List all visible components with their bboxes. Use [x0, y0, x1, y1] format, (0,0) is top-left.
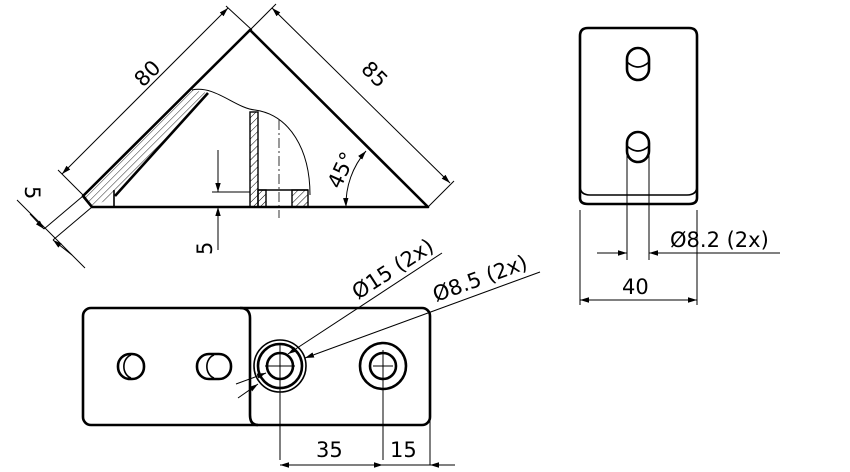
end-view: Ø8.2 (2x) 40: [578, 26, 780, 305]
dim-line-80: [61, 7, 229, 175]
dim-35-label: 35: [316, 438, 343, 462]
dim-d15-label: Ø15 (2x): [348, 234, 438, 304]
dim-angle-arc: [343, 150, 367, 208]
end-outline: [578, 26, 699, 206]
dim-45-label: 45°: [323, 148, 360, 192]
dim-5-left-label: 5: [20, 186, 44, 199]
dim-85-label: 85: [356, 57, 392, 93]
bottom-view: Ø15 (2x) Ø8.5 (2x) 35 15: [81, 234, 541, 468]
section-hatch: [83, 90, 208, 207]
leader-d8.5: [304, 271, 541, 359]
dim-40-label: 40: [622, 275, 649, 299]
leader-d15: [287, 252, 443, 355]
side-view: 80 85 45° 5 5: [16, 3, 455, 269]
counterbore-hole-right: [358, 341, 408, 460]
counterbore-wall: [249, 111, 259, 208]
dim-80-label: 80: [130, 56, 166, 92]
counterbore-hole-left: [253, 339, 307, 460]
dim-d8.5-label: Ø8.5 (2x): [430, 250, 531, 306]
slot-icon: [116, 352, 233, 381]
dim-d8.2-label: Ø8.2 (2x): [670, 228, 769, 252]
dim-5-base-label: 5: [193, 242, 217, 255]
slot-icon: [625, 46, 651, 164]
dim-line-85: [271, 7, 451, 184]
dim-15-label: 15: [390, 438, 417, 462]
